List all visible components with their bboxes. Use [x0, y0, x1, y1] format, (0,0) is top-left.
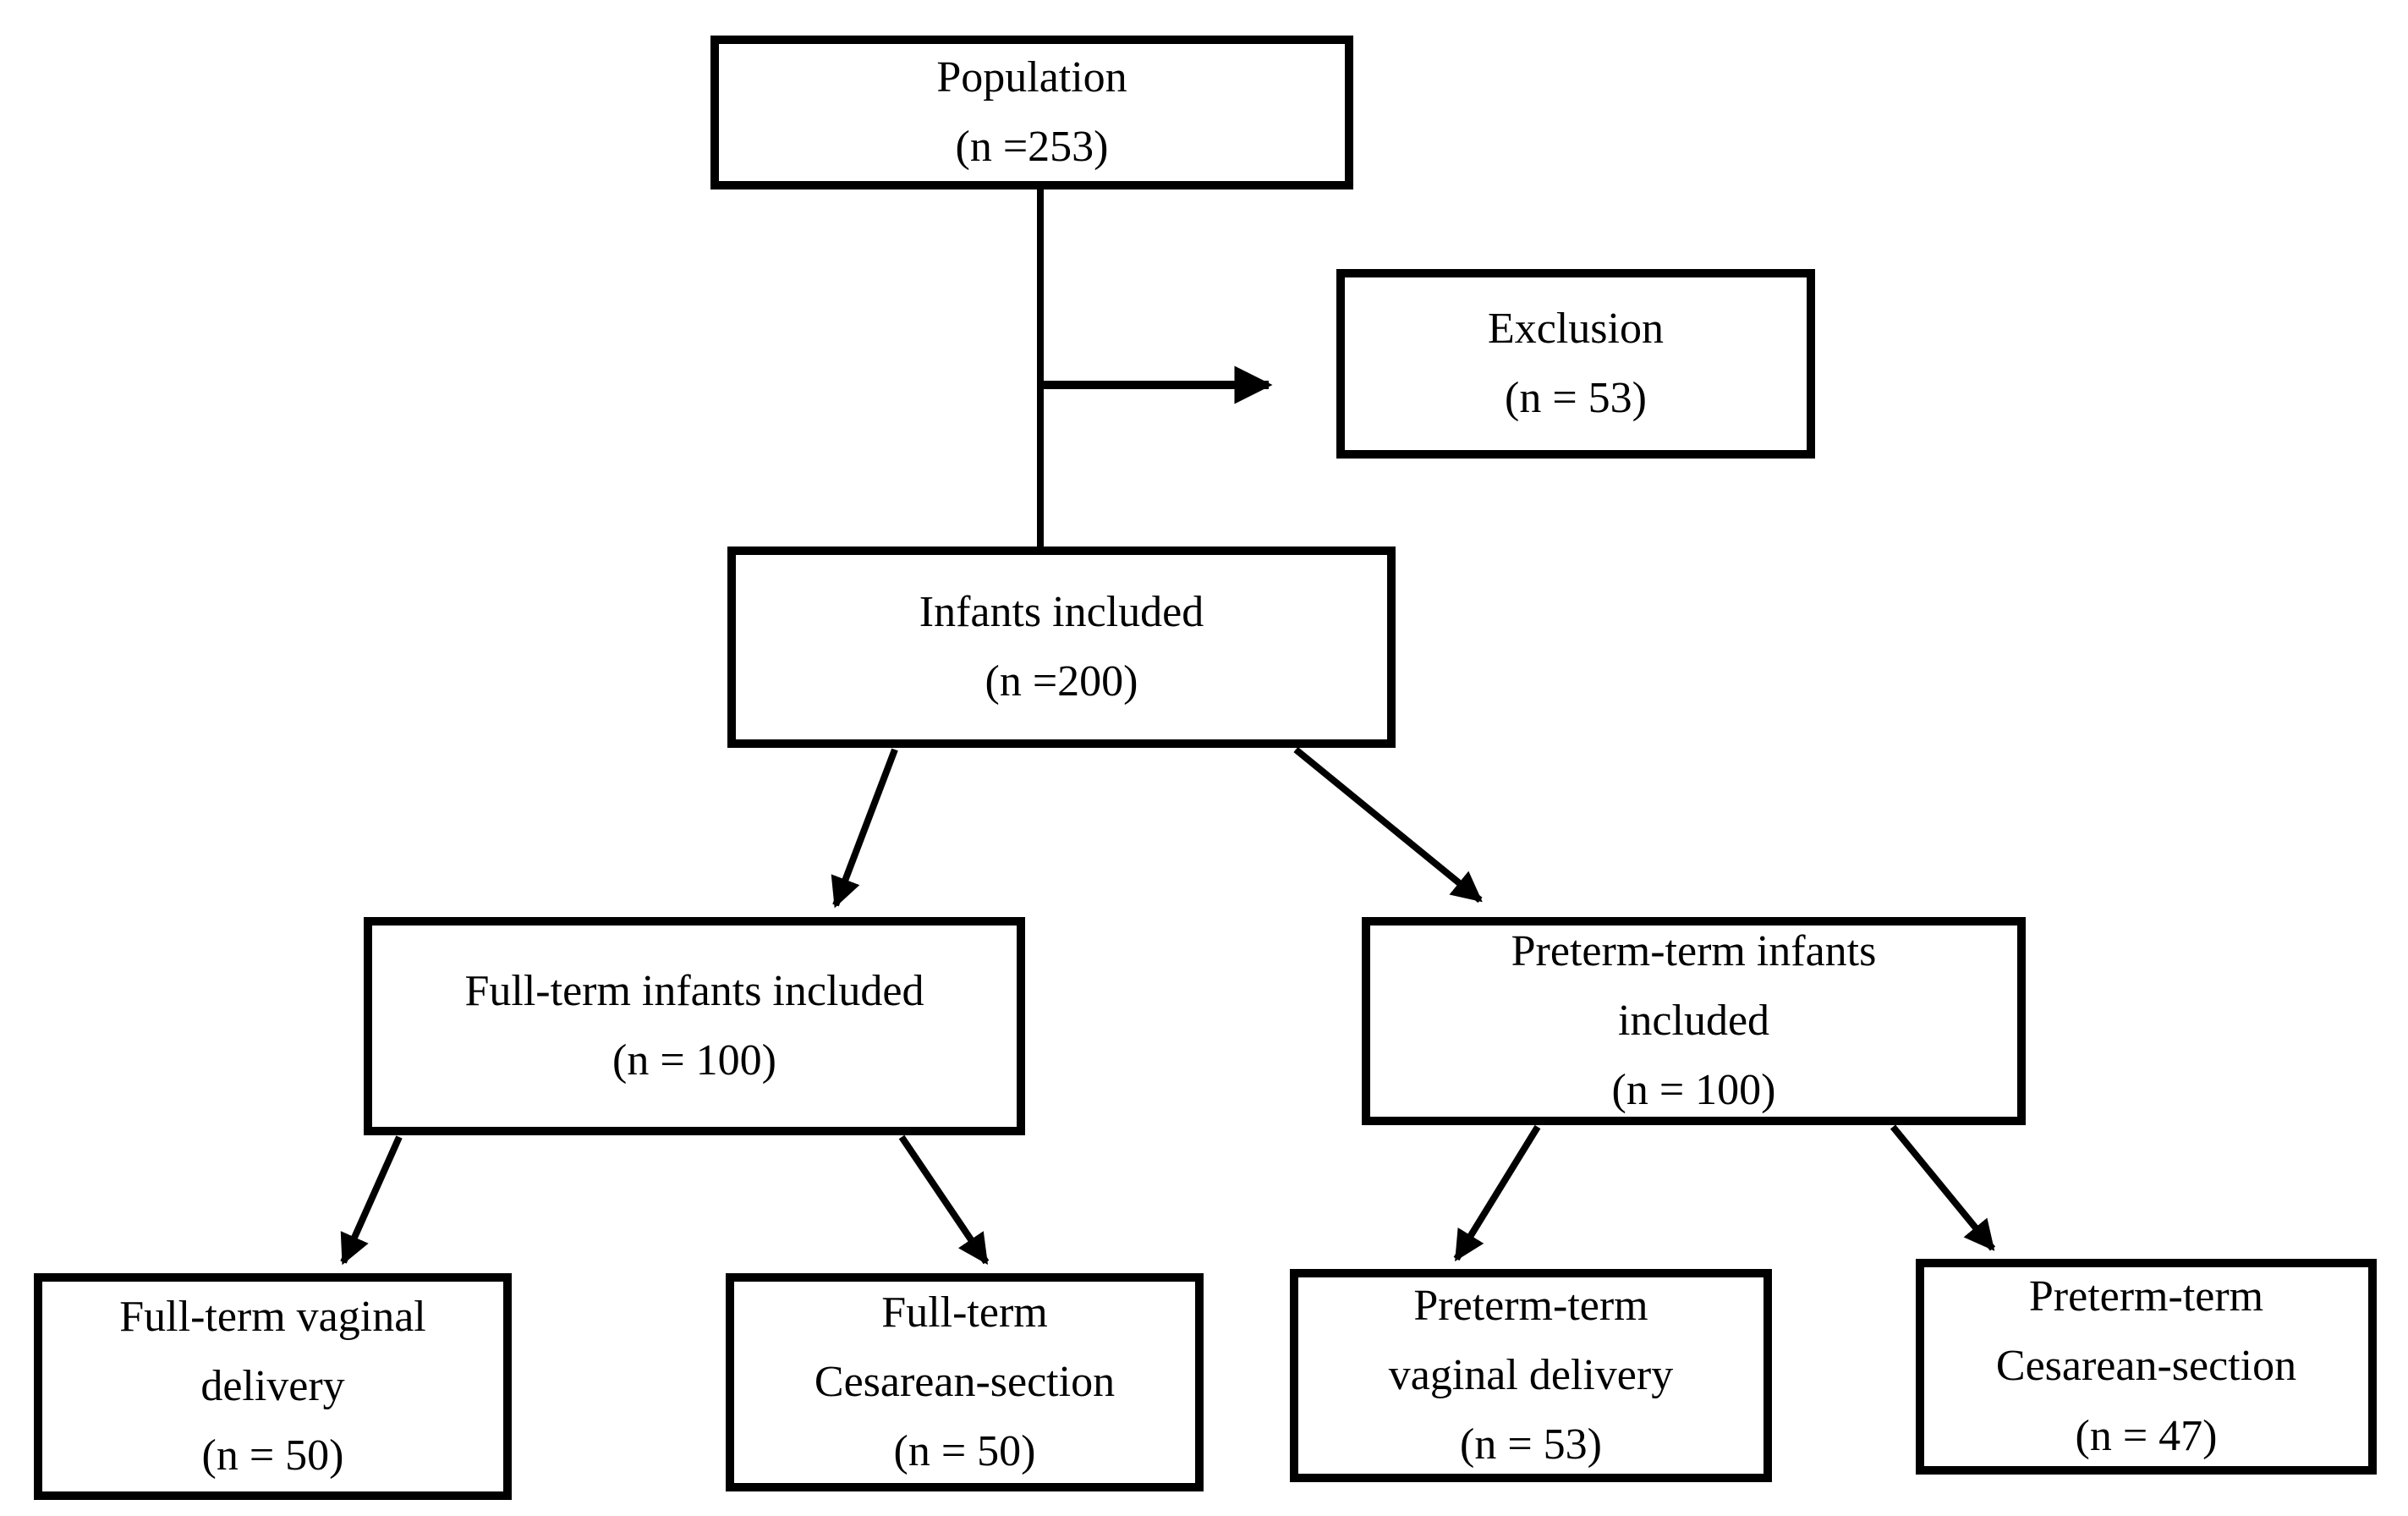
node-count: (n = 50) [893, 1427, 1036, 1476]
edge-infants-fullterm [831, 748, 898, 909]
node-count: (n = 100) [1611, 1066, 1776, 1115]
node-label: vaginal delivery [1388, 1350, 1674, 1399]
node-preterm-vaginal-delivery: Preterm-term vaginal delivery (n = 53) [1290, 1269, 1772, 1482]
node-exclusion: Exclusion (n = 53) [1336, 269, 1815, 459]
edge-preterm-vaginal [1453, 1124, 1541, 1262]
node-label: included [1617, 996, 1770, 1045]
node-count: (n = 50) [201, 1431, 344, 1480]
node-label: Infants included [919, 587, 1204, 636]
node-count: (n = 53) [1505, 374, 1647, 422]
node-count: (n =253) [955, 123, 1109, 171]
node-label: Full-term vaginal [119, 1292, 426, 1341]
node-label: delivery [200, 1361, 345, 1410]
node-fullterm-vaginal-delivery: Full-term vaginal delivery (n = 50) [34, 1273, 512, 1500]
node-full-term-included: Full-term infants included (n = 100) [364, 917, 1025, 1135]
node-label: Full-term infants included [464, 966, 924, 1015]
node-label: Cesarean-section [814, 1357, 1116, 1406]
node-label: Exclusion [1488, 304, 1664, 353]
node-label: Population [936, 52, 1127, 102]
node-infants-included: Infants included (n =200) [727, 547, 1396, 748]
node-label: Preterm-term infants [1511, 926, 1877, 975]
node-label: Full-term [881, 1288, 1048, 1337]
node-label: Preterm-term [1413, 1281, 1648, 1330]
node-fullterm-cesarean-section: Full-term Cesarean-section (n = 50) [726, 1273, 1204, 1491]
edge-preterm-cesarean [1890, 1124, 1996, 1251]
node-count: (n = 47) [2075, 1411, 2218, 1460]
node-count: (n = 53) [1460, 1420, 1602, 1469]
node-preterm-cesarean-section: Preterm-term Cesarean-section (n = 47) [1916, 1259, 2377, 1475]
node-population: Population (n =253) [710, 36, 1353, 190]
edge-fullterm-vaginal [340, 1135, 403, 1266]
node-count: (n = 100) [612, 1036, 776, 1085]
edge-fullterm-cesarean [898, 1134, 990, 1265]
node-label: Cesarean-section [1995, 1342, 2297, 1391]
node-count: (n =200) [985, 657, 1138, 706]
node-label: Preterm-term [2028, 1272, 2264, 1321]
edge-infants-preterm [1293, 746, 1483, 904]
node-preterm-included: Preterm-term infants included (n = 100) [1362, 917, 2026, 1125]
